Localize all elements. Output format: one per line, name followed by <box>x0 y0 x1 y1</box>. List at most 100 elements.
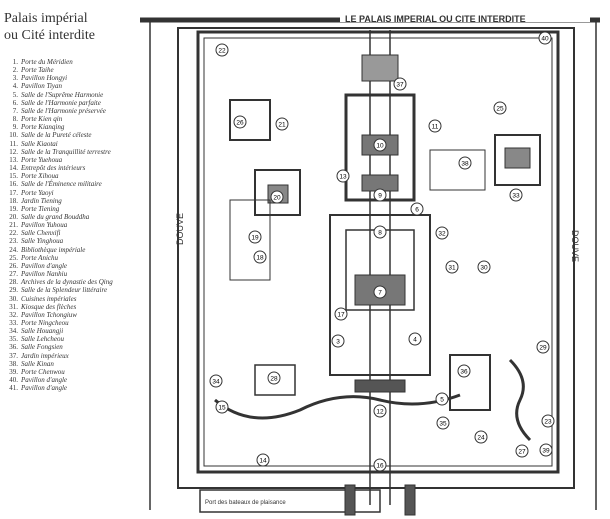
legend-item: 26.Pavillon d'angle <box>4 262 136 270</box>
marker-circle <box>410 202 424 216</box>
marker-circle <box>541 414 555 428</box>
legend-label: Porte Xihoua <box>21 172 59 181</box>
legend-label: Salle de la Pureté céleste <box>21 131 92 140</box>
legend-item: 37.Jardin impérieux <box>4 352 136 360</box>
marker-number: 7 <box>378 290 382 297</box>
marker-circle <box>334 307 348 321</box>
marker-circle <box>509 188 523 202</box>
legend-number: 2. <box>12 66 18 75</box>
marker-circle <box>215 43 229 57</box>
marker-circle <box>336 169 350 183</box>
legend-number: 21. <box>9 221 18 230</box>
legend-label: Kiosque des flèches <box>21 302 77 311</box>
legend-number: 20. <box>9 212 18 221</box>
legend-label: Porte Chenwou <box>21 367 65 376</box>
legend-number: 34. <box>9 327 18 336</box>
marker-number: 8 <box>378 230 382 237</box>
legend-label: Salle du grand Bouddha <box>21 212 90 221</box>
legend-label: Porte Anichu <box>21 253 59 262</box>
legend-number: 41. <box>9 384 18 393</box>
marker-number: 34 <box>212 379 220 386</box>
legend-item: 32.Pavillon Tchongiuw <box>4 311 136 319</box>
legend-number: 39. <box>9 367 18 376</box>
map-header: LE PALAIS IMPERIAL OU CITE INTERDITE <box>345 14 526 24</box>
legend-item: 13.Porte Yuehoua <box>4 156 136 164</box>
legend-number: 19. <box>9 204 18 213</box>
legend-item: 27.Pavillon Nanhiu <box>4 270 136 278</box>
legend-number: 26. <box>9 261 18 270</box>
legend-label: Salle de l'Harmonie parfaite <box>21 98 101 107</box>
marker-number: 36 <box>460 369 468 376</box>
legend-label: Porte Yuehoua <box>21 155 63 164</box>
marker-number: 16 <box>376 463 384 470</box>
marker-number: 20 <box>273 195 281 202</box>
legend-label: Porte du Méridien <box>21 58 73 66</box>
legend-label: Entrepôt des intérieurs <box>21 164 86 173</box>
legend-number: 9. <box>12 123 18 132</box>
legend-label: Salle de la Tranquillité terrestre <box>21 147 111 156</box>
legend-label: Pavillon Yuhoua <box>21 221 68 230</box>
marker-number: 28 <box>270 376 278 383</box>
legend-item: 3.Pavillon Hongyi <box>4 74 136 82</box>
legend-item: 1.Porte du Méridien <box>4 58 136 66</box>
legend-number: 28. <box>9 278 18 287</box>
marker-circle <box>435 392 449 406</box>
marker-circle <box>493 101 507 115</box>
marker-circle <box>256 453 270 467</box>
legend-number: 36. <box>9 343 18 352</box>
legend-label: Salle Kiaotai <box>21 139 58 148</box>
marker-number: 15 <box>218 405 226 412</box>
legend-label: Porte Yaoyi <box>21 188 54 197</box>
marker-circle <box>253 250 267 264</box>
legend-label: Bibliothèque impériale <box>21 245 86 254</box>
legend-number: 30. <box>9 294 18 303</box>
legend-number: 12. <box>9 147 18 156</box>
legend-number: 33. <box>9 319 18 327</box>
legend-label: Cuisines impériales <box>21 294 77 303</box>
marker-number: 39 <box>542 448 550 455</box>
outer-court <box>329 214 431 376</box>
legend-item: 19.Porte Tiening <box>4 205 136 213</box>
port-label: Port des bateaux de plaisance <box>205 500 286 506</box>
marker-circle <box>270 190 284 204</box>
legend-label: Salle Kinan <box>21 359 54 368</box>
map-title: Palais impérial ou Cité interdite <box>4 10 95 44</box>
legend-number: 7. <box>12 106 18 115</box>
legend-item: 11.Salle Kiaotai <box>4 140 136 148</box>
marker-circle <box>331 334 345 348</box>
legend-number: 14. <box>9 164 18 173</box>
marker-circle <box>373 188 387 202</box>
legend-label: Pavillon Hongyi <box>21 74 68 83</box>
legend-item: 10.Salle de la Pureté céleste <box>4 131 136 139</box>
marker-circle <box>457 364 471 378</box>
legend-label: Jardin Tiening <box>21 196 62 205</box>
marker-circle <box>393 77 407 91</box>
legend-item: 34.Salle Houangji <box>4 327 136 335</box>
legend-number: 40. <box>9 376 18 385</box>
legend-item: 22.Salle Chenxifi <box>4 229 136 237</box>
legend-label: Pavillon d'angle <box>21 261 68 270</box>
marker-circle <box>435 226 449 240</box>
legend-item: 12.Salle de la Tranquillité terrestre <box>4 148 136 156</box>
palace-wall <box>196 30 560 474</box>
marker-circle <box>436 416 450 430</box>
marker-circle <box>215 400 229 414</box>
legend-item: 7.Salle de l'Harmonie préservée <box>4 107 136 115</box>
marker-number: 9 <box>378 193 382 200</box>
moat-label-right: DOUVE <box>570 230 580 262</box>
marker-number: 22 <box>218 48 226 55</box>
marker-number: 12 <box>376 409 384 416</box>
marker-circle <box>538 31 552 45</box>
legend-number: 23. <box>9 237 18 246</box>
marker-number: 19 <box>251 235 259 242</box>
marker-number: 6 <box>415 207 419 214</box>
marker-number: 4 <box>413 337 417 344</box>
marker-number: 38 <box>461 161 469 168</box>
marker-circle <box>373 225 387 239</box>
legend-number: 8. <box>12 115 18 124</box>
legend-label: Pavillon d'angle <box>21 384 68 393</box>
legend-label: Salle de l'Suprême Harmonie <box>21 90 104 99</box>
legend-number: 29. <box>9 286 18 295</box>
marker-circle <box>373 404 387 418</box>
legend-number: 17. <box>9 188 18 197</box>
